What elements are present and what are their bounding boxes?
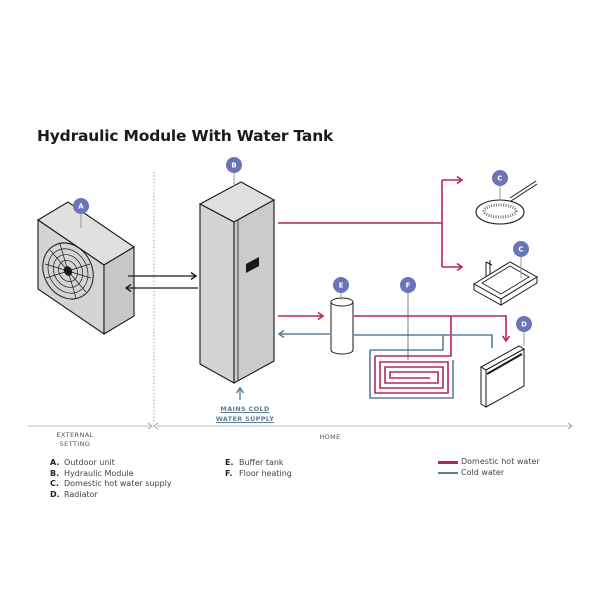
floor-heating [369,290,454,399]
badge-a: A [73,198,89,228]
badge-e: E [333,277,349,300]
svg-text:B: B [231,162,236,170]
zone-external: EXTERNAL SETTING [40,431,110,449]
svg-text:C: C [518,246,523,254]
legend-letter: F. [225,468,233,478]
zone-external-line1: EXTERNAL [56,431,94,439]
shower-head [475,180,538,225]
zone-axis [28,422,573,430]
diagram-title: Hydraulic Module With Water Tank [37,127,334,145]
cold-water-swatch [438,471,458,474]
svg-text:C: C [497,175,502,183]
legend-letter: A. [50,458,60,467]
legend-letter: C. [50,479,59,488]
legend-letter: B. [50,468,60,478]
outdoor-unit [36,201,136,336]
zone-external-line2: SETTING [59,440,91,448]
badge-b: B [226,157,242,186]
heating-hot-lines [354,315,506,357]
mains-label-line2: WATER SUPPLY [215,415,275,423]
legend-letter: D. [50,489,60,499]
legend-label: Outdoor unit [64,458,115,467]
badge-d: D [516,316,532,346]
legend-item: D. Radiator [50,490,172,501]
hot-water-supply-lines [278,180,462,267]
svg-text:A: A [78,203,84,211]
legend-column-1: A. Outdoor unit B. Hydraulic Module C. Dome… [50,458,172,500]
legend-item: C. Domestic hot water supply [50,479,172,490]
legend-letter: E. [225,458,234,467]
legend-label: Radiator [64,489,98,499]
fan-icon [42,242,94,300]
legend-label: Buffer tank [239,458,284,467]
legend-item: B. Hydraulic Module [50,469,172,480]
legend-item: A. Outdoor unit [50,458,172,469]
line-key: Domestic hot water Cold water [438,457,540,478]
display-panel [246,257,259,273]
legend-column-2: E. Buffer tank F. Floor heating [225,458,292,479]
mains-label-line1: MAINS COLD [220,405,270,413]
key-hot-water: Domestic hot water [438,457,540,468]
badge-c-sink: C [513,241,529,278]
svg-text:E: E [339,282,344,290]
zone-home: HOME [319,433,341,441]
svg-text:D: D [521,321,527,329]
heating-cold-lines [354,334,493,351]
radiator [479,345,526,408]
key-label: Domestic hot water [461,457,540,466]
hot-water-swatch [438,461,458,464]
legend-label: Domestic hot water supply [64,479,172,488]
legend-item: E. Buffer tank [225,458,292,469]
key-label: Cold water [461,467,505,477]
buffer-tank [330,297,354,355]
badge-f: F [400,277,416,293]
svg-text:F: F [406,282,411,290]
legend-item: F. Floor heating [225,469,292,480]
legend-label: Floor heating [239,468,292,478]
mains-cold-water-label: MAINS COLD WATER SUPPLY [205,404,285,424]
legend-label: Hydraulic Module [64,468,134,478]
badge-c-shower: C [492,170,508,200]
key-cold-water: Cold water [438,468,540,479]
sink [473,260,538,306]
hydraulic-module [198,181,276,384]
